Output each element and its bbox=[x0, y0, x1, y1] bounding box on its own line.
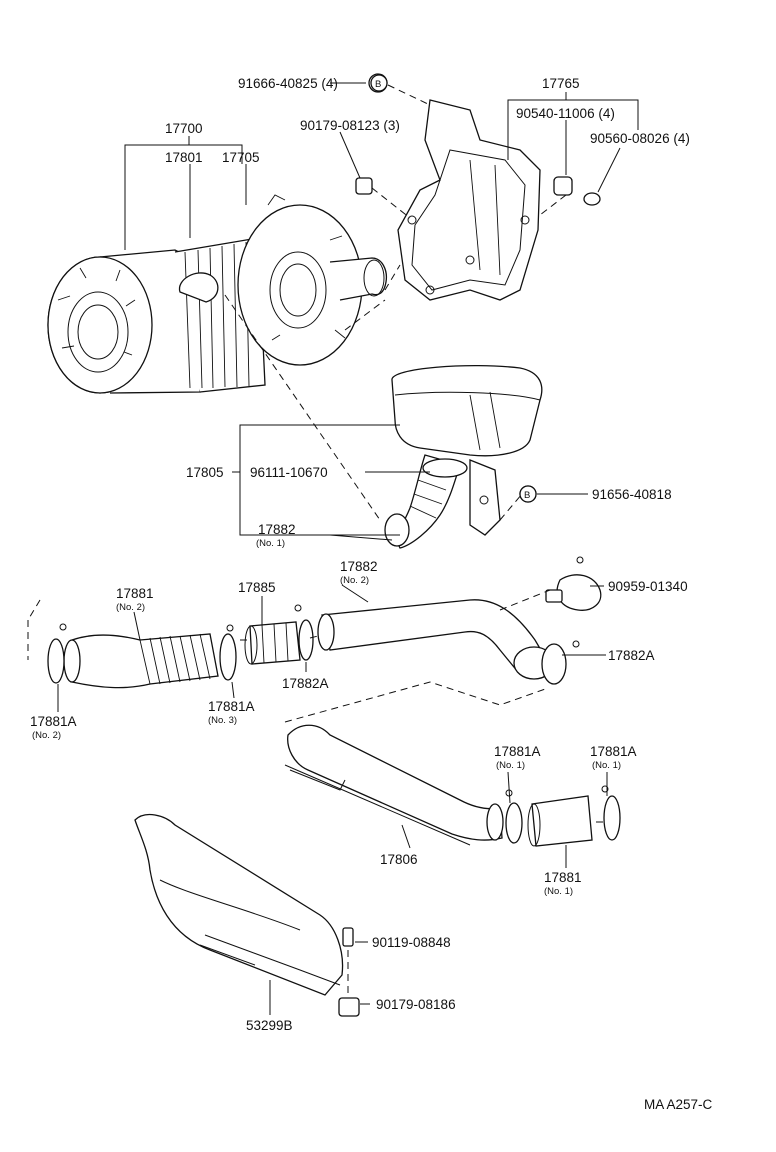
label-17881a-no3-sub: (No. 3) bbox=[208, 715, 237, 726]
label-17881a-no1-right-sub: (No. 1) bbox=[592, 760, 621, 771]
label-17881a-no1-left: 17881A bbox=[494, 744, 541, 759]
leader-lines bbox=[57, 82, 639, 1015]
air-cleaner-assembly bbox=[47, 164, 388, 394]
label-17765: 17765 bbox=[542, 76, 580, 91]
circle-b-mid: B bbox=[524, 490, 530, 501]
bracket-17765 bbox=[397, 99, 541, 301]
hose-17885 bbox=[244, 604, 314, 665]
label-90179-08186: 90179-08186 bbox=[376, 997, 456, 1012]
collar-90560 bbox=[583, 192, 601, 206]
bolt-90119-08848 bbox=[342, 927, 354, 947]
label-90540-11006: 90540-11006 (4) bbox=[516, 106, 615, 121]
dashed-connectors bbox=[27, 84, 604, 995]
guide-53299b bbox=[134, 813, 360, 1017]
duct-17806 bbox=[284, 724, 523, 846]
label-17881-no1-sub: (No. 1) bbox=[544, 886, 573, 897]
label-17882a-middle: 17882A bbox=[282, 676, 329, 691]
bushing-90540 bbox=[553, 176, 573, 196]
label-17881a-no2-sub: (No. 2) bbox=[32, 730, 61, 741]
nut-90179-08123 bbox=[355, 177, 373, 195]
clamp-90959 bbox=[545, 556, 602, 611]
label-17700: 17700 bbox=[165, 121, 203, 136]
label-17881a-no1-right: 17881A bbox=[590, 744, 637, 759]
label-17881-no1: 17881 bbox=[544, 870, 582, 885]
label-17881-no2: 17881 bbox=[116, 586, 154, 601]
label-90560-08026: 90560-08026 (4) bbox=[590, 131, 690, 146]
nut-90179-08186 bbox=[338, 997, 360, 1017]
label-17801: 17801 bbox=[165, 150, 203, 165]
label-17805: 17805 bbox=[186, 465, 224, 480]
label-90179-08123: 90179-08123 (3) bbox=[300, 118, 400, 133]
part-labels: 91666-40825 (4) 90179-08123 (3) 17765 90… bbox=[30, 76, 713, 1112]
label-17882-no1: 17882 bbox=[258, 522, 296, 537]
hose-17881-no2 bbox=[47, 623, 237, 689]
label-90959-01340: 90959-01340 bbox=[608, 579, 688, 594]
label-91666-40825: 91666-40825 (4) bbox=[238, 76, 338, 91]
label-91656-40818: 91656-40818 bbox=[592, 487, 672, 502]
label-17882a-right: 17882A bbox=[608, 648, 655, 663]
label-17881a-no3: 17881A bbox=[208, 699, 255, 714]
label-17882-no1-sub: (No. 1) bbox=[256, 538, 285, 549]
label-17881-no2-sub: (No. 2) bbox=[116, 602, 145, 613]
pipe-17882-no2 bbox=[317, 599, 580, 685]
label-17705: 17705 bbox=[222, 150, 260, 165]
label-96111-10670: 96111-10670 bbox=[250, 465, 328, 480]
resonator-17805 bbox=[384, 365, 543, 549]
circle-b-top: B bbox=[375, 79, 381, 90]
label-17881a-no1-left-sub: (No. 1) bbox=[496, 760, 525, 771]
label-17882-no2: 17882 bbox=[340, 559, 378, 574]
hose-17881-no1 bbox=[527, 785, 621, 847]
label-17882-no2-sub: (No. 2) bbox=[340, 575, 369, 586]
circle-b-markers: B B bbox=[370, 74, 537, 503]
label-17881a-no2: 17881A bbox=[30, 714, 77, 729]
label-90119-08848: 90119-08848 bbox=[372, 935, 451, 950]
label-17806: 17806 bbox=[380, 852, 418, 867]
label-53299b: 53299B bbox=[246, 1018, 293, 1033]
diagram-reference-code: MA A257-C bbox=[644, 1097, 713, 1112]
label-17885: 17885 bbox=[238, 580, 276, 595]
